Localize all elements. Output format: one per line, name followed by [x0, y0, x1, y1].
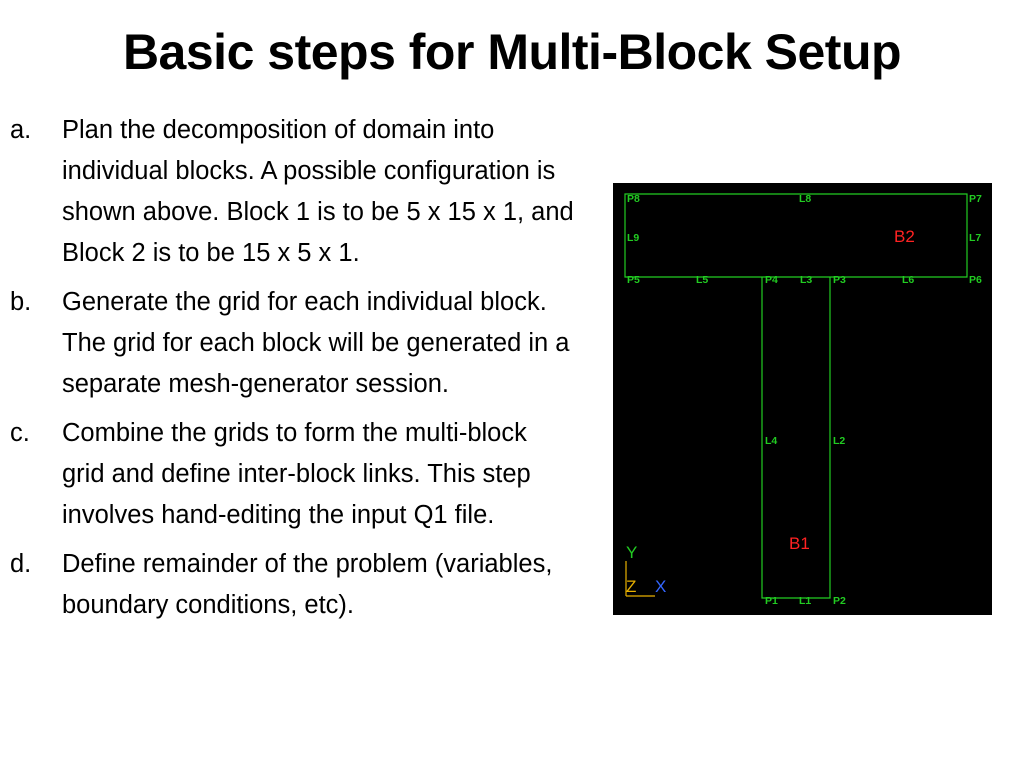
axis-z-label: Z: [626, 577, 636, 596]
point-label-p6: P6: [969, 274, 982, 286]
point-label-p8: P8: [627, 193, 640, 205]
step-marker: a.: [10, 116, 32, 144]
line-label-l3: L3: [800, 274, 812, 286]
block-label-b1: B1: [789, 534, 810, 553]
step-marker: d.: [10, 550, 32, 578]
step-text: Combine the grids to form the multi-bloc…: [62, 419, 531, 529]
block-labels: B2 B1: [789, 227, 915, 553]
diagram-canvas: P8 P7 P5 P4 P3 P6 P1 P2 L8 L9 L7 L5 L3 L…: [624, 193, 982, 607]
line-label-l8: L8: [799, 193, 811, 205]
steps-list: a. Plan the decomposition of domain into…: [10, 110, 575, 634]
line-label-l4: L4: [765, 435, 777, 447]
step-b: b. Generate the grid for each individual…: [10, 282, 575, 405]
point-label-p2: P2: [833, 595, 846, 607]
line-label-l1: L1: [799, 595, 811, 607]
step-text: Plan the decomposition of domain into in…: [62, 116, 574, 267]
block-b1-outline: [761, 277, 831, 599]
axis-triad: Y Z X: [625, 543, 666, 597]
line-label-l6: L6: [902, 274, 914, 286]
step-c: c. Combine the grids to form the multi-b…: [10, 413, 575, 536]
slide-title: Basic steps for Multi-Block Setup: [122, 24, 902, 80]
line-labels: L8 L9 L7 L5 L3 L6 L4 L2 L1: [627, 193, 981, 607]
step-d: d. Define remainder of the problem (vari…: [10, 544, 575, 626]
step-text: Define remainder of the problem (variabl…: [62, 550, 553, 619]
line-label-l9: L9: [627, 232, 639, 244]
multi-block-diagram: P8 P7 P5 P4 P3 P6 P1 P2 L8 L9 L7 L5 L3 L…: [613, 183, 992, 615]
block-label-b2: B2: [894, 227, 915, 246]
block-outlines: [624, 193, 968, 599]
line-label-l2: L2: [833, 435, 845, 447]
block-b2-outline: [624, 193, 968, 278]
step-marker: b.: [10, 288, 32, 316]
point-label-p1: P1: [765, 595, 778, 607]
point-label-p3: P3: [833, 274, 846, 286]
step-marker: c.: [10, 419, 30, 447]
step-text: Generate the grid for each individual bl…: [62, 288, 570, 398]
step-a: a. Plan the decomposition of domain into…: [10, 110, 575, 274]
point-label-p7: P7: [969, 193, 982, 205]
axis-x-label: X: [655, 577, 666, 596]
axis-y-label: Y: [626, 543, 637, 562]
point-label-p5: P5: [627, 274, 640, 286]
line-label-l5: L5: [696, 274, 708, 286]
point-label-p4: P4: [765, 274, 778, 286]
point-labels: P8 P7 P5 P4 P3 P6 P1 P2: [627, 193, 982, 607]
line-label-l7: L7: [969, 232, 981, 244]
